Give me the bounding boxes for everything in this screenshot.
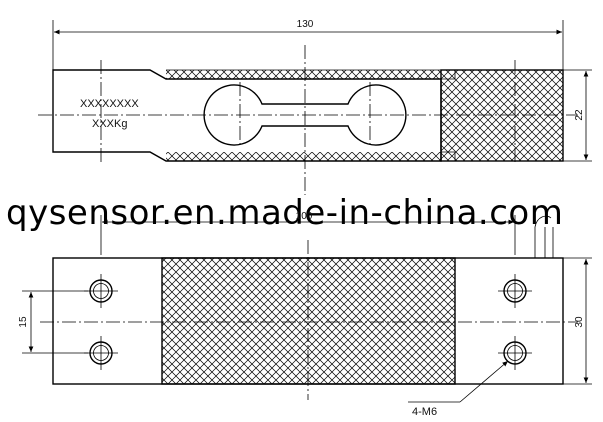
height-label: 22 <box>574 109 585 121</box>
load-cell-body-outline <box>52 69 442 162</box>
mounting-hole-top-right <box>498 274 532 308</box>
watermark-text: qysensor.en.made-in-china.com <box>6 193 563 233</box>
lower-gauge-hatch <box>166 152 441 161</box>
upper-gauge-hatch <box>166 70 441 79</box>
mounting-hole-bottom-right <box>498 336 532 370</box>
cable-end <box>534 215 552 228</box>
potting-step-top <box>441 69 456 80</box>
potting-area-outline <box>440 69 564 162</box>
mounting-hole-bottom-left <box>84 336 118 370</box>
bottom-view: 100 <box>18 211 592 418</box>
mounting-hole-top-left <box>84 274 118 308</box>
center-hatch-outline <box>161 257 456 385</box>
capacity-unit-marking: XXXKg <box>92 118 127 130</box>
capacity-marking: XXXXXXXX <box>80 98 139 110</box>
width-label: 30 <box>574 316 585 328</box>
cable-outline <box>534 227 554 258</box>
thread-leader-line <box>459 360 509 403</box>
center-hatch <box>162 258 455 384</box>
top-view: 130 XXXXXXXX XXXKg 22 <box>38 19 592 195</box>
potting-step-bottom <box>441 151 456 161</box>
thread-spec-label: 4-M6 <box>412 406 437 418</box>
potting-hatch <box>441 70 563 161</box>
hole-spacing-label: 100 <box>296 211 313 222</box>
hole-pitch-label: 15 <box>18 316 29 328</box>
binocular-cutout <box>203 84 407 146</box>
overall-length-label: 130 <box>297 19 314 30</box>
